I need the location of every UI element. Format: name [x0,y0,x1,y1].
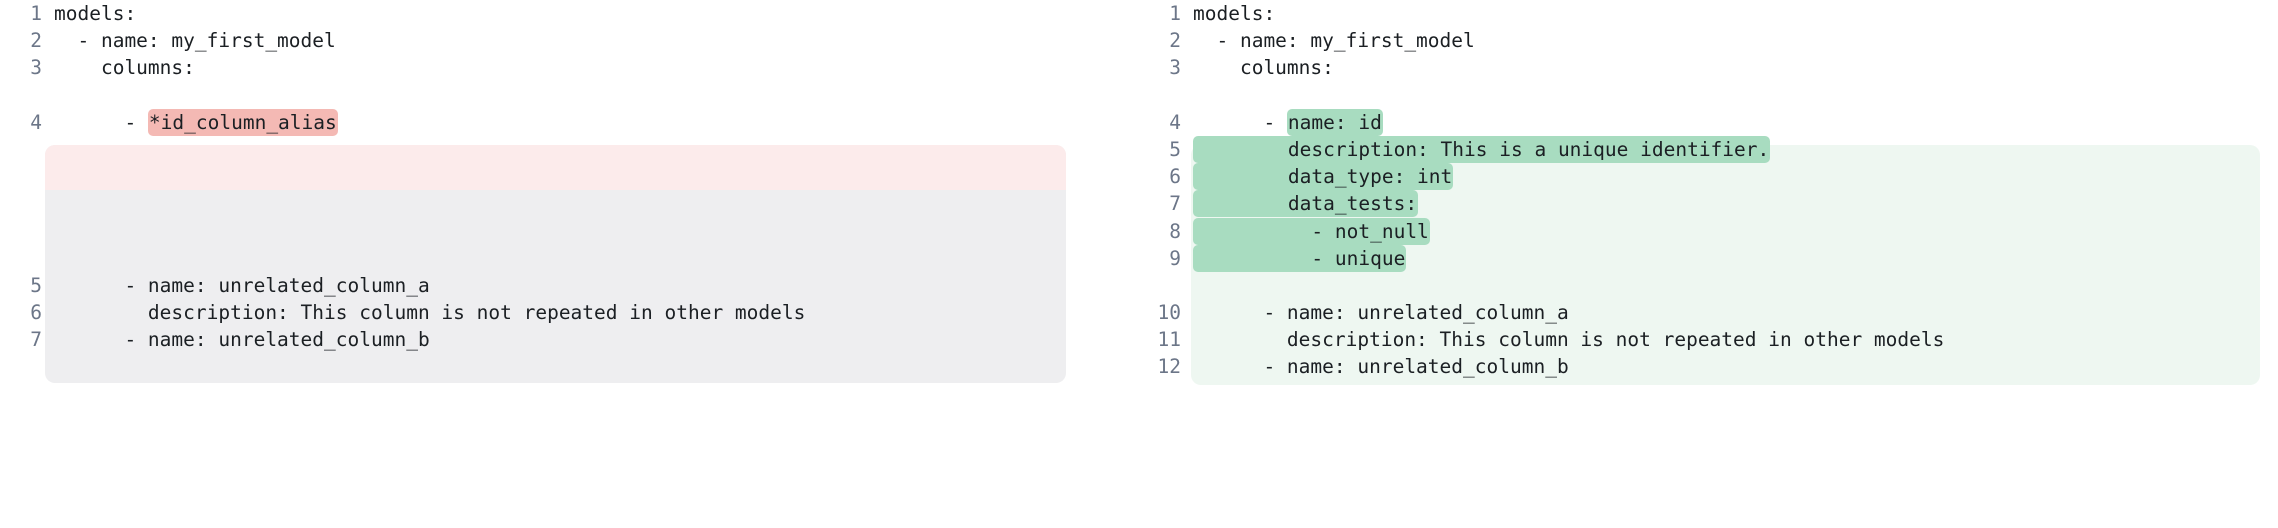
removed-word-highlight: *id_column_alias [147,108,338,136]
line-text: - name: unrelated_column_b [1193,355,1569,379]
code-line[interactable]: 10 - name: unrelated_column_a [1147,299,2278,326]
code-line[interactable] [8,218,1139,245]
added-word-highlight: description: This is a unique identifier… [1193,135,1771,163]
line-number: 11 [1157,328,1181,352]
code-line[interactable]: 2 - name: my_first_model [1147,27,2278,54]
line-text: data_type: int [1193,163,2278,191]
line-number: 1 [1169,2,1181,25]
line-number: 7 [1169,192,1181,216]
line-number: 5 [1169,137,1181,161]
code-line[interactable]: 5 description: This is a unique identifi… [1147,135,2278,163]
code-line[interactable]: 9 - unique [1147,244,2278,272]
line-text: columns: [54,56,195,80]
code-line[interactable]: 5 - name: unrelated_column_a [8,272,1139,299]
line-text-prefix: - [54,110,148,134]
line-text-prefix: - [1193,110,1287,134]
code-line[interactable]: 1 models: [8,0,1139,27]
line-text: - name: unrelated_column_b [54,328,430,352]
line-number: 8 [1169,219,1181,243]
added-word-highlight: data_type: int [1193,163,1454,191]
added-word-highlight: - not_null [1193,217,1430,245]
code-line[interactable]: 7 - name: unrelated_column_b [8,326,1139,353]
line-number: 2 [1169,29,1181,53]
code-line[interactable] [1147,82,2278,109]
code-line[interactable] [8,190,1139,217]
line-text: - name: my_first_model [54,29,336,53]
line-number: 12 [1157,355,1181,379]
code-line[interactable]: 6 description: This column is not repeat… [8,299,1139,326]
line-number: 1 [30,2,42,25]
line-text: description: This column is not repeated… [1193,328,1945,352]
line-number: 10 [1157,301,1181,325]
line-text: - unique [1193,244,2278,272]
line-text: models: [1193,2,1276,25]
code-line[interactable]: 3 columns: [1147,54,2278,81]
code-line[interactable] [8,136,1139,163]
line-number: 6 [30,301,42,325]
code-line[interactable]: 4 - *id_column_alias [8,108,1139,136]
code-line[interactable]: 7 data_tests: [1147,190,2278,218]
line-text: - not_null [1193,217,2278,245]
line-text: - name: id [1193,108,2278,136]
line-number: 4 [30,110,42,134]
code-line[interactable] [1147,272,2278,299]
code-line[interactable]: 8 - not_null [1147,217,2278,245]
code-line[interactable]: 12 - name: unrelated_column_b [1147,353,2278,380]
line-text: - *id_column_alias [54,108,1139,136]
line-text: description: This is a unique identifier… [1193,135,2278,163]
code-line[interactable]: 4 - name: id [1147,108,2278,136]
code-line[interactable] [8,163,1139,190]
line-text: data_tests: [1193,190,2278,218]
code-line[interactable] [8,82,1139,109]
line-number: 6 [1169,165,1181,189]
line-text: - name: unrelated_column_a [1193,301,1569,325]
code-line[interactable] [8,245,1139,272]
line-number: 9 [1169,246,1181,270]
line-number: 7 [30,328,42,352]
line-text: - name: unrelated_column_a [54,273,430,297]
line-number: 3 [1169,56,1181,80]
line-number: 5 [30,273,42,297]
line-number: 3 [30,56,42,80]
line-number: 2 [30,29,42,53]
line-text: columns: [1193,56,1334,80]
code-line[interactable]: 3 columns: [8,54,1139,81]
added-word-highlight: name: id [1286,108,1383,136]
code-line[interactable]: 6 data_type: int [1147,163,2278,191]
line-number: 4 [1169,110,1181,134]
line-text: description: This column is not repeated… [54,301,806,325]
code-line[interactable]: 2 - name: my_first_model [8,27,1139,54]
code-line[interactable]: 1 models: [1147,0,2278,27]
line-text: models: [54,2,137,25]
added-word-highlight: - unique [1193,244,1407,272]
line-text: - name: my_first_model [1193,29,1475,53]
added-word-highlight: data_tests: [1193,190,1419,218]
code-line[interactable]: 11 description: This column is not repea… [1147,326,2278,353]
